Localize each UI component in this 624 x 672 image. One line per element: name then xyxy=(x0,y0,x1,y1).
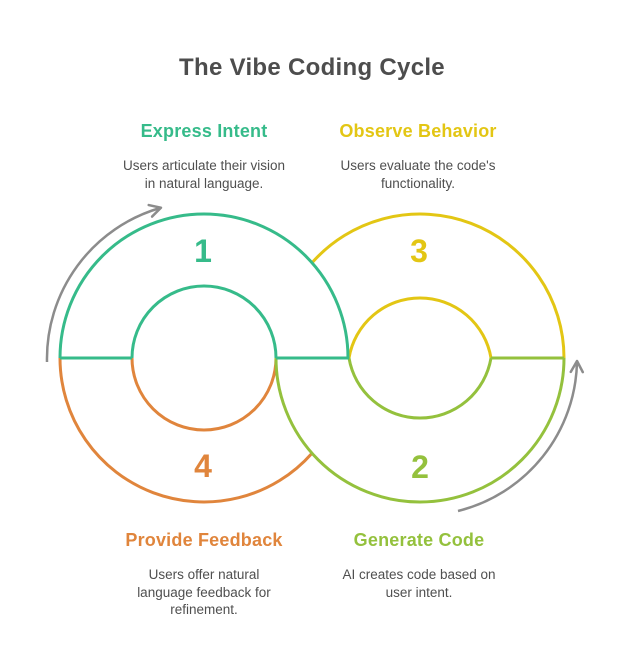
phase-generate-code: Generate Code AI creates code based on u… xyxy=(259,530,579,601)
step-number-4: 4 xyxy=(194,448,212,484)
phase-express-intent: Express Intent Users articulate their vi… xyxy=(44,121,364,192)
generate-inner-arc xyxy=(347,357,493,420)
cycle-arrow-top-left-icon xyxy=(45,203,163,363)
feedback-outer-arc xyxy=(58,357,314,504)
phase-express-label: Express Intent xyxy=(140,121,268,141)
phase-feedback-label: Provide Feedback xyxy=(125,530,283,550)
phase-observe-description: Users evaluate the code's functionality. xyxy=(340,158,496,191)
phase-observe-label: Observe Behavior xyxy=(339,121,497,141)
flow-arrows xyxy=(45,203,585,513)
feedback-inner-arc xyxy=(130,357,278,432)
observe-outer-arc xyxy=(310,212,566,359)
step-number-2: 2 xyxy=(411,449,429,485)
phase-feedback-description: Users offer natural language feedback fo… xyxy=(137,567,271,617)
phase-provide-feedback: Provide Feedback Users offer natural lan… xyxy=(44,530,364,619)
generate-outer-arc xyxy=(274,357,566,504)
ring-provide-feedback xyxy=(58,357,314,504)
phase-express-description: Users articulate their vision in natural… xyxy=(122,158,286,191)
ring-express-intent xyxy=(58,212,350,360)
phase-generate-description: AI creates code based on user intent. xyxy=(342,567,496,600)
ring-generate-code xyxy=(274,356,566,504)
cycle-arrow-bottom-right-icon xyxy=(457,359,585,513)
express-inner-arc xyxy=(130,284,278,359)
observe-inner-arc xyxy=(347,296,493,359)
express-outer-arc xyxy=(58,212,350,359)
phase-generate-label: Generate Code xyxy=(353,530,485,550)
phase-observe-behavior: Observe Behavior Users evaluate the code… xyxy=(258,121,578,192)
ring-observe-behavior xyxy=(310,212,566,359)
step-number-3: 3 xyxy=(410,233,428,269)
step-number-1: 1 xyxy=(194,233,212,269)
page-title: The Vibe Coding Cycle xyxy=(179,54,445,81)
